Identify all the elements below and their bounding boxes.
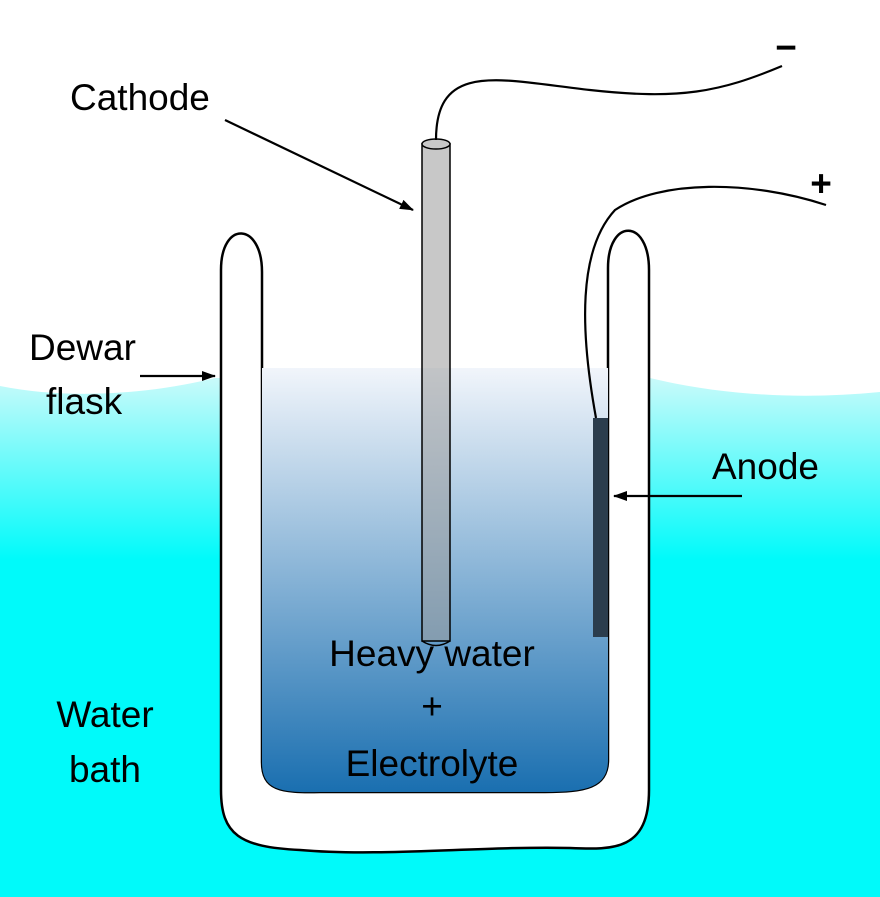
anode-label: Anode xyxy=(712,446,819,487)
anode-wire xyxy=(584,185,827,419)
cathode-label: Cathode xyxy=(70,77,210,118)
plus-connector-label: + xyxy=(421,686,443,727)
electrolyte-label: Electrolyte xyxy=(346,743,519,784)
plus-sign: + xyxy=(810,163,832,204)
anode-plate xyxy=(593,418,608,637)
cathode-arrow xyxy=(224,119,414,211)
cathode-wire xyxy=(434,64,783,141)
minus-sign: − xyxy=(775,27,797,68)
water-bath-label-line2: bath xyxy=(69,749,141,790)
cathode-rod xyxy=(421,143,451,642)
cathode-rod-top xyxy=(421,138,451,150)
water-bath-label-line1: Water xyxy=(56,694,153,735)
dewar-label-line2: flask xyxy=(46,381,123,422)
cathode-rod-bottom xyxy=(421,640,451,647)
heavy-water-label: Heavy water xyxy=(329,633,535,674)
dewar-label-line1: Dewar xyxy=(29,327,136,368)
